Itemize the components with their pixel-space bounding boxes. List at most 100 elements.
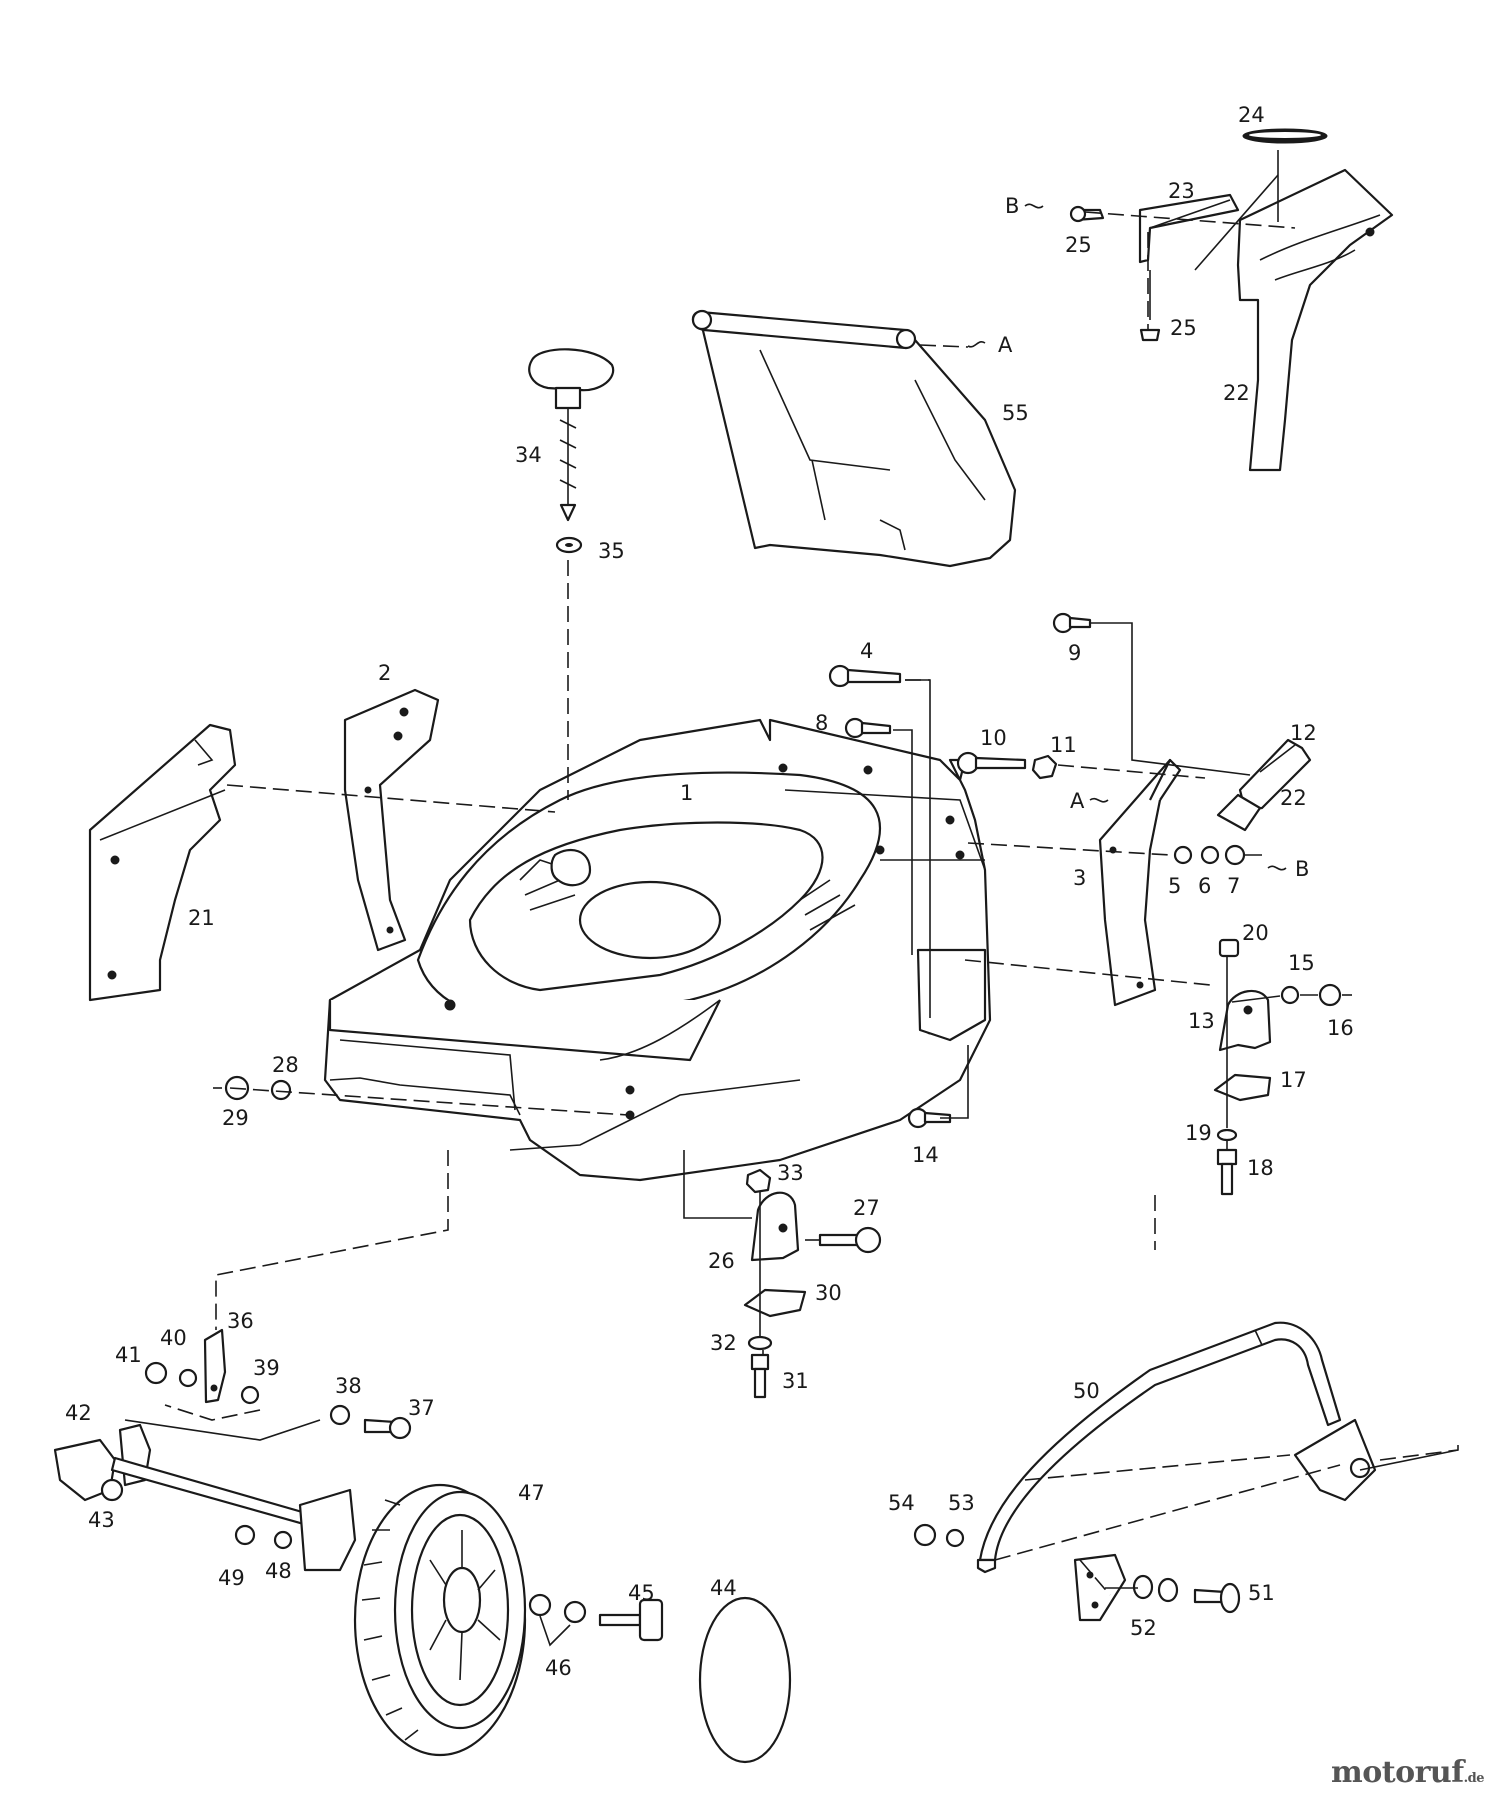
watermark-text: motoruf: [1330, 1755, 1464, 1790]
callout-25-upper: 25: [1065, 233, 1092, 257]
part-43-nut: [100, 1478, 124, 1502]
part-13-height-adjuster: [1218, 989, 1272, 1052]
watermark-tld: .de: [1463, 1771, 1485, 1786]
callout-22: 22: [1223, 381, 1250, 405]
callout-42: 42: [65, 1401, 92, 1425]
part-33-nut: [745, 1168, 772, 1194]
leader-lines: [124, 150, 1459, 1596]
callout-38: 38: [335, 1374, 362, 1398]
callout-12: 12: [1290, 721, 1317, 745]
part-45-axle-bolt: [598, 1598, 664, 1642]
part-14-bolt: [907, 1107, 952, 1129]
part-11-nut: [1031, 754, 1058, 780]
part-35-washer: [555, 536, 583, 554]
part-41-nut: [144, 1361, 168, 1385]
part-19-washer: [1216, 1128, 1238, 1142]
part-47-wheel: [353, 1483, 527, 1757]
part-9-bolt: [1052, 612, 1092, 634]
part-25-screw-lower: [1139, 270, 1161, 342]
part-49-nut: [234, 1524, 256, 1546]
callout-1: 1: [680, 781, 693, 805]
callout-50: 50: [1073, 1379, 1100, 1403]
part-30-clamp: [743, 1288, 807, 1318]
callout-33: 33: [777, 1161, 804, 1185]
part-50-lower-handle: [976, 1321, 1342, 1574]
part-23-bracket: [1138, 193, 1240, 264]
callout-4: 4: [860, 639, 873, 663]
part-38-washer: [329, 1404, 351, 1426]
part-31-bolt: [750, 1353, 770, 1399]
callout-16: 16: [1327, 1016, 1354, 1040]
callout-17: 17: [1280, 1068, 1307, 1092]
callout-40: 40: [160, 1326, 187, 1350]
callout-34: 34: [515, 443, 542, 467]
callout-11: 11: [1050, 733, 1077, 757]
callout-36: 36: [227, 1309, 254, 1333]
callout-37: 37: [408, 1396, 435, 1420]
callout-19: 19: [1185, 1121, 1212, 1145]
callout-29: 29: [222, 1106, 249, 1130]
part-1-mower-deck: [323, 718, 992, 1182]
part-21-left-side-cover: [88, 723, 237, 1002]
callout-8: 8: [815, 711, 828, 735]
part-37-bolt: [363, 1416, 412, 1440]
part-55-rear-flap: [691, 309, 1017, 568]
callout-43: 43: [88, 1508, 115, 1532]
callout-3: 3: [1073, 866, 1086, 890]
ref-B-upper: B: [1005, 194, 1019, 218]
callout-18: 18: [1247, 1156, 1274, 1180]
watermark-logo: motoruf.de: [1330, 1755, 1485, 1790]
callout-9: 9: [1068, 641, 1081, 665]
reference-markers: [967, 203, 1287, 871]
callout-13: 13: [1188, 1009, 1215, 1033]
callout-39: 39: [253, 1356, 280, 1380]
part-22-right-side-cover: [1236, 168, 1394, 472]
callout-10: 10: [980, 726, 1007, 750]
callout-41: 41: [115, 1343, 142, 1367]
callout-46: 46: [545, 1656, 572, 1680]
part-5-washer: [1173, 845, 1193, 865]
part-6-washer: [1200, 845, 1220, 865]
part-48-washer: [273, 1530, 293, 1550]
part-12-hinge-bracket: [1216, 738, 1312, 832]
callout-51: 51: [1248, 1581, 1275, 1605]
callout-24: 24: [1238, 103, 1265, 127]
part-4-bolt: [828, 664, 902, 688]
part-53-washer: [945, 1528, 965, 1548]
callout-5: 5: [1168, 874, 1181, 898]
part-25-screw-upper: [1069, 205, 1105, 223]
part-27-bolt: [818, 1226, 882, 1254]
part-28-washer: [270, 1079, 292, 1101]
callout-28: 28: [272, 1053, 299, 1077]
callout-32: 32: [710, 1331, 737, 1355]
ref-A-flap: A: [998, 333, 1013, 357]
part-18-bolt: [1216, 1148, 1238, 1196]
part-8-bolt: [844, 717, 892, 739]
part-2-left-bracket: [343, 688, 440, 952]
callout-25-lower: 25: [1170, 316, 1197, 340]
part-36-axle-bracket: [203, 1328, 227, 1404]
part-40-washer: [178, 1368, 198, 1388]
part-42-axle: [53, 1423, 357, 1572]
part-51-bolt: [1193, 1582, 1241, 1614]
callout-35: 35: [598, 539, 625, 563]
callout-27: 27: [853, 1196, 880, 1220]
part-15-washer: [1280, 985, 1300, 1005]
callout-45: 45: [628, 1581, 655, 1605]
part-34-adjustment-knob: [528, 348, 615, 522]
part-handle-mount-left: [1073, 1553, 1127, 1622]
ref-B-lower: B: [1295, 857, 1309, 881]
part-46-washers: [528, 1593, 587, 1647]
callout-53: 53: [948, 1491, 975, 1515]
part-7-nut: [1224, 844, 1246, 866]
callout-54: 54: [888, 1491, 915, 1515]
callout-30: 30: [815, 1281, 842, 1305]
callout-labels: 1 2 3 4 5 6 7 8 9 10 11 12 13 14 15 16 1…: [65, 103, 1354, 1680]
callout-2: 2: [378, 661, 391, 685]
callout-31: 31: [782, 1369, 809, 1393]
part-52-washer: [1132, 1574, 1179, 1603]
callout-26: 26: [708, 1249, 735, 1273]
callout-44: 44: [710, 1576, 737, 1600]
part-32-washer: [747, 1335, 773, 1351]
part-16-nut: [1318, 983, 1342, 1007]
